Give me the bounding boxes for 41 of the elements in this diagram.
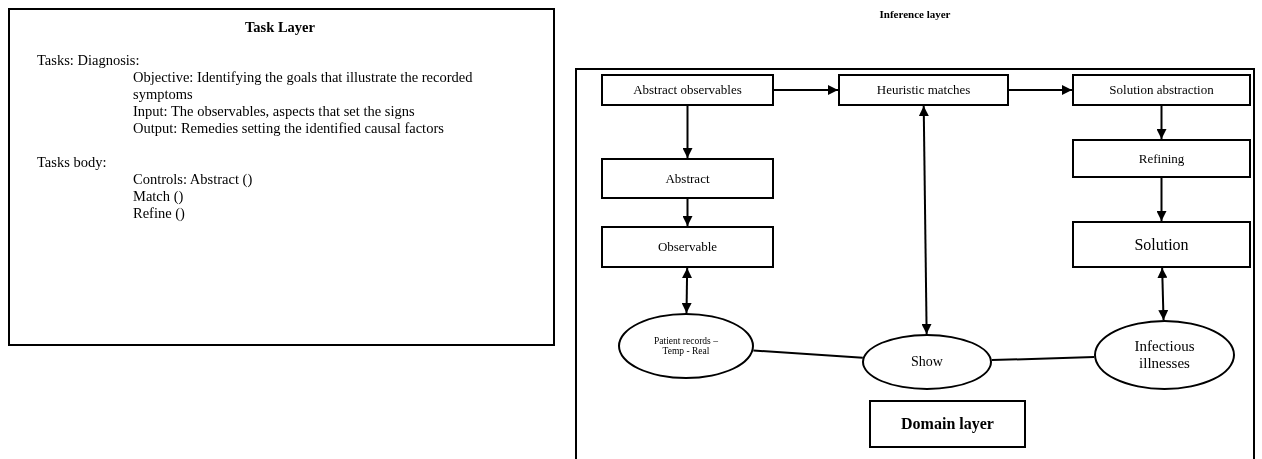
text-line: Match () — [133, 188, 185, 205]
text-line: Objective: Identifying the goals that illustrate the recorded symptoms — [133, 69, 474, 103]
process-box — [601, 226, 774, 268]
arrow — [1156, 105, 1167, 140]
connector-line — [752, 349, 864, 359]
text-line: Refine () — [133, 205, 186, 222]
process-box — [1072, 221, 1251, 268]
text-line: Controls: Abstract () — [133, 171, 254, 188]
node-label: Patient records – Temp - Real — [653, 336, 719, 356]
process-box — [838, 74, 1009, 106]
node-label: Infectious illnesses — [1133, 338, 1196, 372]
connector-line — [990, 356, 1096, 362]
text-line: Tasks body: — [37, 154, 108, 171]
text-line: Tasks: Diagnosis: — [37, 52, 141, 69]
layer-label-box — [869, 400, 1026, 448]
node-label: Solution abstraction — [1109, 82, 1214, 98]
arrow — [682, 198, 693, 227]
node-label: Show — [911, 354, 943, 370]
arrow — [918, 105, 932, 335]
text-line: Input: The observables, aspects that set the signs — [133, 103, 416, 120]
node-label: Refining — [1138, 150, 1185, 167]
node-label: Observable — [657, 239, 718, 255]
arrow — [1156, 177, 1167, 222]
process-box — [601, 74, 774, 106]
process-box — [1072, 74, 1251, 106]
process-box — [601, 158, 774, 199]
process-box — [1072, 139, 1251, 178]
arrow — [1157, 267, 1169, 321]
text-line: Output: Remedies setting the identified causal factors — [133, 120, 445, 137]
node-label: Abstract observables — [633, 82, 742, 98]
node-label: Solution — [1134, 235, 1189, 254]
arrow — [773, 85, 839, 95]
arrow — [682, 105, 693, 159]
box-title: Task Layer — [244, 19, 316, 36]
node-label: Heuristic matches — [876, 82, 971, 98]
arrow — [681, 267, 693, 314]
task-layer-box — [8, 8, 555, 346]
node-label: Abstract — [665, 170, 710, 187]
arrow — [1008, 85, 1073, 95]
node-label: Domain layer — [901, 415, 994, 433]
panel-title: Inference layer — [878, 8, 952, 20]
